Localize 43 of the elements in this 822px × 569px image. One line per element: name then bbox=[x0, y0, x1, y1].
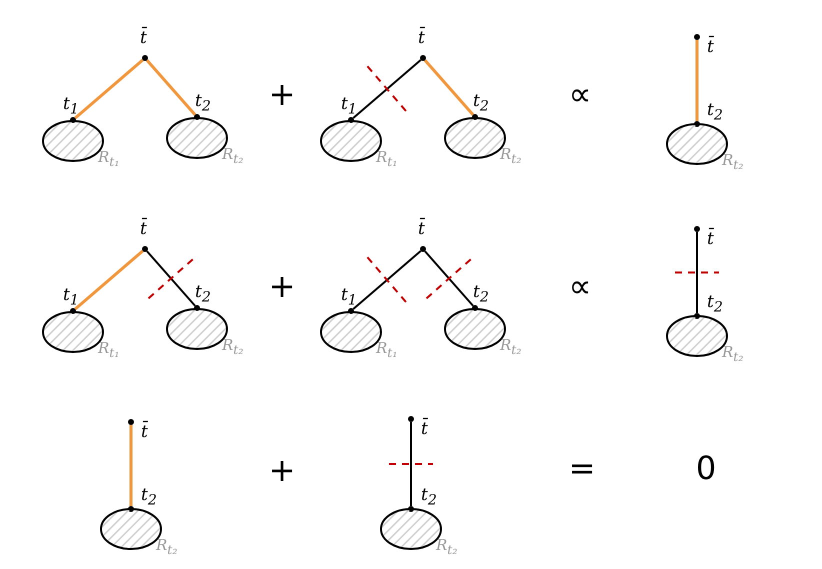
vertex-label: t$_{2}$ bbox=[473, 284, 489, 305]
connecting-line bbox=[424, 59, 474, 116]
region-label: R$_{t₂}$ bbox=[222, 338, 244, 356]
region-label: R$_{t₂}$ bbox=[500, 338, 522, 356]
connecting-line bbox=[424, 250, 474, 306]
region-label: R$_{t₁}$ bbox=[98, 150, 120, 168]
vertex-label: t$_{1}$ bbox=[63, 96, 79, 117]
vertex-label: t$_{1}$ bbox=[341, 287, 357, 308]
equation-symbol: 0 bbox=[696, 452, 716, 484]
connecting-line bbox=[74, 250, 144, 310]
equation-symbol: + bbox=[268, 270, 296, 302]
vertex-label: t$_{1}$ bbox=[341, 96, 357, 117]
connecting-line bbox=[146, 250, 196, 306]
connecting-line bbox=[696, 40, 698, 121]
region-label: R$_{t₂}$ bbox=[436, 538, 458, 556]
region-label: R$_{t₁}$ bbox=[376, 341, 398, 360]
equation-symbol: + bbox=[268, 78, 296, 110]
connecting-line bbox=[410, 422, 412, 506]
region-label: R$_{t₁}$ bbox=[98, 341, 120, 360]
vertex-label: t$_{2}$ bbox=[707, 102, 723, 123]
connecting-line bbox=[74, 58, 144, 120]
equation-symbol: = bbox=[568, 452, 596, 484]
region-label: R$_{t₂}$ bbox=[722, 153, 744, 172]
region-label: R$_{t₂}$ bbox=[222, 147, 244, 166]
region-label: R$_{t₂}$ bbox=[156, 538, 178, 556]
vertex-label: t$_{2}$ bbox=[195, 93, 211, 114]
connecting-line bbox=[696, 232, 698, 313]
equation-symbol: ∝ bbox=[568, 78, 592, 110]
vertex-label: t$_{2}$ bbox=[421, 487, 437, 508]
vertex-label: t$_{2}$ bbox=[141, 487, 157, 508]
region-label: R$_{t₂}$ bbox=[722, 345, 744, 364]
vertex-label: t$_{2}$ bbox=[707, 294, 723, 315]
equation-symbol: + bbox=[268, 454, 296, 486]
connecting-line bbox=[352, 250, 422, 310]
region-label: R$_{t₁}$ bbox=[376, 150, 398, 168]
vertex-label: t$_{2}$ bbox=[473, 93, 489, 114]
equation-symbol: ∝ bbox=[568, 270, 592, 302]
vertex-label: t$_{2}$ bbox=[195, 284, 211, 305]
vertex-label: t$_{1}$ bbox=[63, 287, 79, 308]
region-label: R$_{t₂}$ bbox=[500, 147, 522, 166]
connecting-line bbox=[352, 59, 422, 119]
connecting-line bbox=[130, 425, 132, 506]
connecting-line bbox=[146, 59, 196, 116]
